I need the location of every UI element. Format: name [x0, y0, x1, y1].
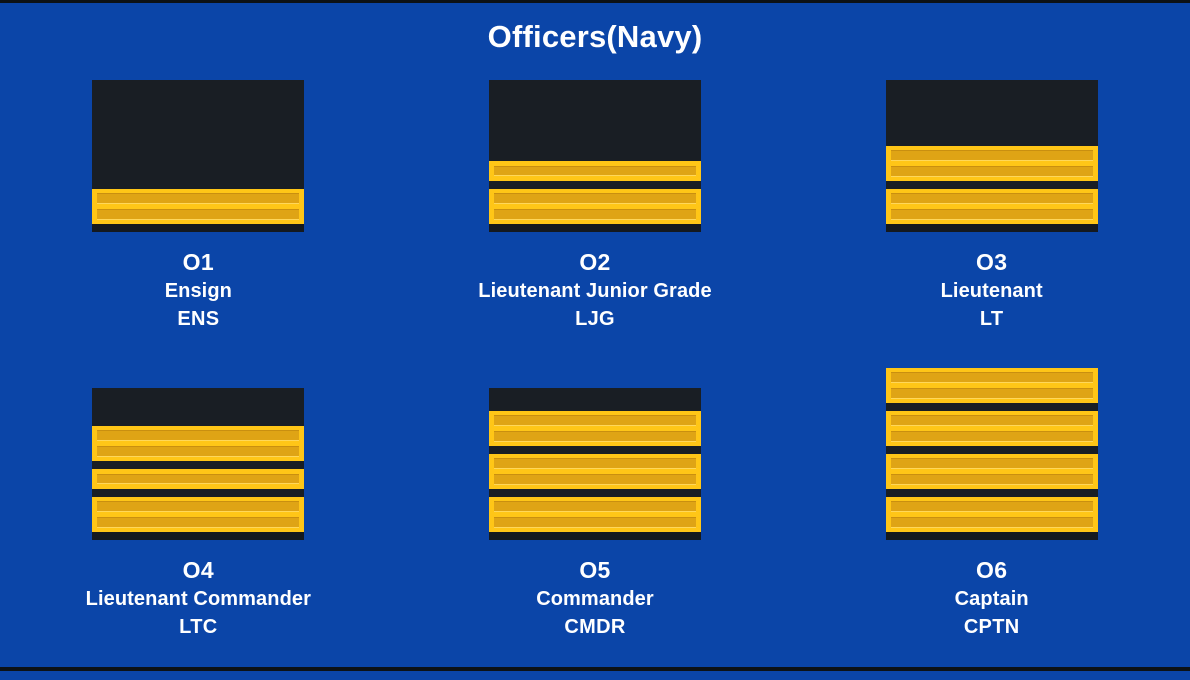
- rank-labels-o1: O1 Ensign ENS: [165, 248, 232, 333]
- stripe-inner-line: [97, 193, 300, 204]
- rank-title: Commander: [536, 588, 654, 610]
- stripe-inner-line: [890, 388, 1093, 399]
- rank-abbreviation: LJG: [575, 308, 615, 330]
- rank-labels-o4: O4 Lieutenant Commander LTC: [86, 556, 311, 641]
- stripe-inner-line: [890, 458, 1093, 469]
- rank-card-o2[interactable]: O2 Lieutenant Junior Grade LJG: [397, 80, 794, 388]
- rank-labels-o3: O3 Lieutenant LT: [941, 248, 1043, 333]
- insignia-board-o4: [92, 388, 305, 540]
- stripe-inner-line: [890, 415, 1093, 426]
- rank-labels-o6: O6 Captain CPTN: [955, 556, 1029, 641]
- rank-title: Lieutenant Junior Grade: [478, 280, 712, 302]
- rank-abbreviation: CPTN: [963, 616, 1020, 638]
- stripe-inner-line: [890, 166, 1093, 177]
- rank-abbreviation: CMDR: [564, 616, 626, 638]
- rank-abbreviation: ENS: [177, 308, 220, 330]
- stripe-inner-line: [97, 501, 300, 512]
- stripe-inner-line: [890, 150, 1093, 161]
- grade-code: O3: [976, 249, 1008, 275]
- rank-card-o4[interactable]: O4 Lieutenant Commander LTC: [0, 388, 397, 680]
- grade-code: O1: [182, 249, 214, 275]
- rank-stripe: [92, 426, 305, 461]
- rank-abbreviation: LTC: [179, 616, 218, 638]
- rank-stripe: [92, 189, 305, 224]
- rank-labels-o5: O5 Commander CMDR: [536, 556, 654, 641]
- stripe-inner-line: [890, 209, 1093, 220]
- stripe-inner-line: [890, 517, 1093, 528]
- stripe-inner-line: [493, 474, 696, 485]
- rank-card-o1[interactable]: O1 Ensign ENS: [0, 80, 397, 388]
- grade-code: O5: [579, 557, 611, 583]
- rank-stripe: [488, 411, 701, 446]
- rank-labels-o2: O2 Lieutenant Junior Grade LJG: [478, 248, 711, 333]
- rank-stripe: [885, 454, 1098, 489]
- stripe-inner-line: [890, 474, 1093, 485]
- grade-code: O6: [976, 557, 1008, 583]
- rank-title: Lieutenant Commander: [85, 588, 311, 610]
- insignia-board-o1: [92, 80, 305, 232]
- rank-abbreviation: LT: [979, 308, 1004, 330]
- stripe-inner-line: [493, 209, 696, 220]
- insignia-board-o2: [488, 80, 701, 232]
- rank-stripe: [885, 189, 1098, 224]
- rank-stripe: [488, 454, 701, 489]
- rank-stripe: [488, 497, 701, 532]
- rank-stripe: [92, 497, 305, 532]
- rank-card-o5[interactable]: O5 Commander CMDR: [397, 388, 794, 680]
- stripe-inner-line: [890, 372, 1093, 383]
- stripe-inner-line: [97, 430, 300, 441]
- rank-title: Lieutenant: [940, 280, 1043, 302]
- stripe-inner-line: [97, 474, 300, 484]
- stripe-inner-line: [493, 431, 696, 442]
- page-title: Officers(Navy): [487, 19, 703, 54]
- stripe-inner-line: [97, 209, 300, 220]
- rank-stripe: [488, 161, 701, 181]
- stripe-inner-line: [493, 458, 696, 469]
- rank-stripe: [885, 368, 1098, 403]
- bottom-edge-bar: [0, 667, 1190, 671]
- rank-title: Ensign: [164, 280, 232, 302]
- stripe-inner-line: [493, 501, 696, 512]
- insignia-board-o6: [885, 368, 1098, 540]
- top-edge-bar: [0, 0, 1190, 3]
- insignia-board-o5: [488, 388, 701, 540]
- stripe-inner-line: [493, 517, 696, 528]
- rank-grid: O1 Ensign ENS O2 Lieutenant Junior Grade…: [0, 80, 1190, 680]
- stripe-inner-line: [890, 431, 1093, 442]
- stripe-inner-line: [493, 166, 696, 176]
- rank-title: Captain: [954, 588, 1029, 610]
- insignia-board-o3: [885, 80, 1098, 232]
- rank-stripe: [885, 411, 1098, 446]
- stripe-inner-line: [97, 446, 300, 457]
- rank-card-o6[interactable]: O6 Captain CPTN: [793, 368, 1190, 680]
- rank-stripe: [488, 189, 701, 224]
- rank-card-o3[interactable]: O3 Lieutenant LT: [793, 80, 1190, 388]
- grade-code: O4: [182, 557, 214, 583]
- stripe-inner-line: [493, 193, 696, 204]
- rank-stripe: [885, 146, 1098, 181]
- stripe-inner-line: [97, 517, 300, 528]
- rank-stripe: [92, 469, 305, 489]
- rank-stripe: [885, 497, 1098, 532]
- stripe-inner-line: [890, 193, 1093, 204]
- stripe-inner-line: [890, 501, 1093, 512]
- stripe-inner-line: [493, 415, 696, 426]
- grade-code: O2: [579, 249, 611, 275]
